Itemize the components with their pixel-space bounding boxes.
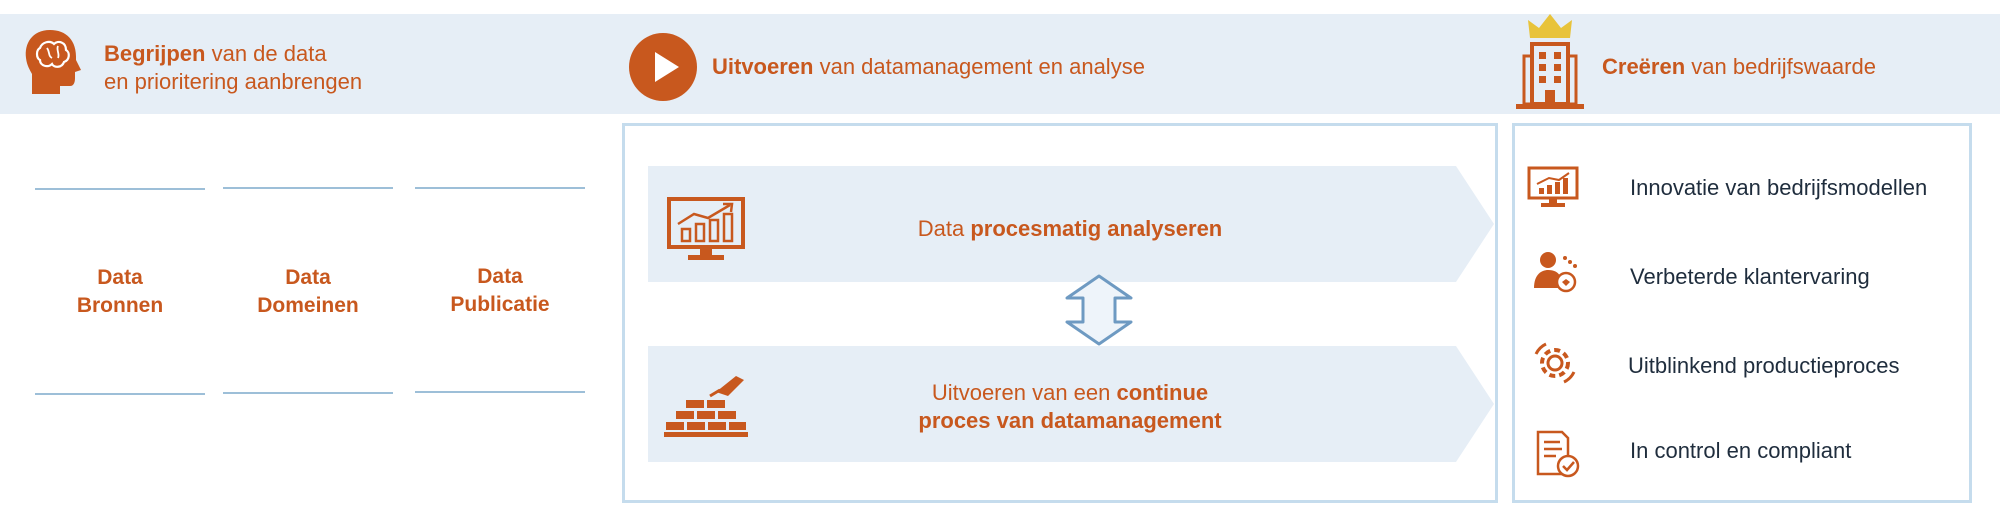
value-label: Innovatie van bedrijfsmodellen: [1630, 175, 1928, 200]
play-button-icon: [628, 32, 698, 102]
column-top-line: [223, 187, 393, 189]
data-column-domeinen: Data Domeinen: [223, 264, 393, 320]
data-column-line1: Data: [477, 265, 523, 288]
crowned-building-icon: [1510, 8, 1590, 112]
value-label: Verbeterde klantervaring: [1630, 264, 1870, 289]
value-label: In control en compliant: [1630, 438, 1852, 463]
header-create: Creëren van bedrijfswaarde: [1602, 53, 1982, 81]
data-column-line2: Publicatie: [450, 293, 550, 316]
process-band-analysis: [648, 166, 1494, 282]
data-column-line2: Domeinen: [257, 294, 359, 317]
monitor-chart-icon: [666, 196, 746, 262]
header-understand: Begrijpen van de data en prioritering aa…: [104, 40, 464, 96]
header-execute: Uitvoeren van datamanagement en analyse: [712, 53, 1272, 81]
band-dm-line1-strong: continue: [1116, 380, 1209, 405]
value-label: Uitblinkend productieproces: [1628, 353, 1900, 378]
column-bottom-line: [415, 391, 585, 393]
band-analysis-strong: procesmatig analyseren: [970, 216, 1223, 241]
column-top-line: [35, 188, 205, 190]
customer-icon: [1532, 250, 1578, 296]
brick-wall-trowel-icon: [664, 372, 748, 438]
double-arrow-icon: [1064, 274, 1134, 346]
column-top-line: [415, 187, 585, 189]
header-execute-strong: Uitvoeren: [712, 54, 814, 79]
header-create-rest: van bedrijfswaarde: [1685, 54, 1876, 79]
header-execute-rest: van datamanagement en analyse: [813, 54, 1145, 79]
monitor-chart-icon: [1527, 166, 1579, 210]
band-dm-line2-strong: proces van datamanagement: [918, 408, 1222, 433]
header-band: [0, 14, 2000, 114]
header-create-strong: Creëren: [1602, 54, 1686, 79]
data-column-bronnen: Data Bronnen: [35, 264, 205, 320]
checked-document-icon: [1534, 430, 1580, 478]
header-understand-line2: en prioritering aanbrengen: [104, 69, 363, 94]
band-analysis-prefix: Data: [917, 216, 971, 241]
gear-icon: [1532, 340, 1578, 386]
process-band-datamanagement: [648, 346, 1494, 462]
header-understand-rest: van de data: [205, 41, 327, 66]
process-band-datamanagement-label: Uitvoeren van een continue proces van da…: [800, 379, 1340, 435]
band-dm-line1-prefix: Uitvoeren van een: [931, 380, 1117, 405]
data-column-publicatie: Data Publicatie: [415, 263, 585, 319]
column-bottom-line: [35, 393, 205, 395]
data-column-line1: Data: [97, 266, 143, 289]
brain-head-icon: [20, 26, 88, 98]
process-band-analysis-label: Data procesmatig analyseren: [800, 215, 1340, 243]
header-understand-strong: Begrijpen: [104, 41, 206, 66]
data-column-line2: Bronnen: [76, 294, 164, 317]
data-column-line1: Data: [285, 266, 331, 289]
column-bottom-line: [223, 392, 393, 394]
value-panel: [1512, 123, 1972, 503]
